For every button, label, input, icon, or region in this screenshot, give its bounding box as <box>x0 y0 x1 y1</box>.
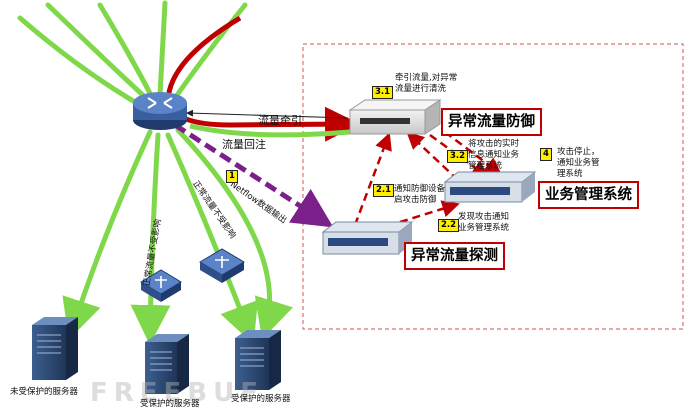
detection-server-icon <box>321 221 414 255</box>
core-router-icon <box>133 92 187 130</box>
reinject-traffic-label: 流量回注 <box>222 138 266 151</box>
detection-title-box: 异常流量探测 <box>404 242 505 270</box>
server-label-protected-1: 受保护的服务器 <box>140 399 200 409</box>
switch-icon-right <box>199 248 245 283</box>
step-badge-2-1: 2.1 <box>373 184 395 197</box>
reinject-flow-green <box>189 123 351 138</box>
divert-traffic-label: 流量牵引 <box>258 114 302 127</box>
watermark: FREEBUF <box>90 378 264 408</box>
defense-appliance-icon <box>348 99 442 135</box>
step-4-text: 攻击停止， 通知业务管 理系统 <box>557 147 600 179</box>
step-3-2-text: 将攻击的实时 信息通知业务 管理系统 <box>468 139 520 171</box>
netflow-purple-dashed <box>173 122 334 228</box>
server-icon-unprotected <box>32 317 78 380</box>
protection-zone-border <box>302 43 684 330</box>
downstream-green-flows <box>62 127 294 345</box>
server-icon-protected-1 <box>145 334 189 394</box>
step-2-2-text: 发现攻击通知 业务管理系统 <box>458 212 510 233</box>
step-badge-3-2: 3.2 <box>447 150 469 163</box>
server-label-unprotected: 未受保护的服务器 <box>10 387 79 397</box>
divert-arrow <box>186 109 349 119</box>
step-badge-4: 4 <box>540 148 552 161</box>
upstream-green-flows <box>17 0 248 108</box>
step-3-1-text: 牵引流量,对异常 流量进行清洗 <box>395 73 458 94</box>
step-badge-2-2: 2.2 <box>438 219 460 232</box>
management-title-box: 业务管理系统 <box>538 181 639 209</box>
switch-icon-left <box>140 269 182 302</box>
server-icon-protected-2 <box>235 330 281 390</box>
control-links-red-dashed <box>353 131 502 226</box>
step-2-1-text: 通知防御设备 启攻击防御 <box>394 184 446 205</box>
server-label-protected-2: 受保护的服务器 <box>231 394 291 404</box>
defense-title-box: 异常流量防御 <box>441 108 542 136</box>
management-server-icon <box>443 171 537 203</box>
step-badge-3-1: 3.1 <box>372 86 394 99</box>
step-badge-1: 1 <box>226 170 238 183</box>
